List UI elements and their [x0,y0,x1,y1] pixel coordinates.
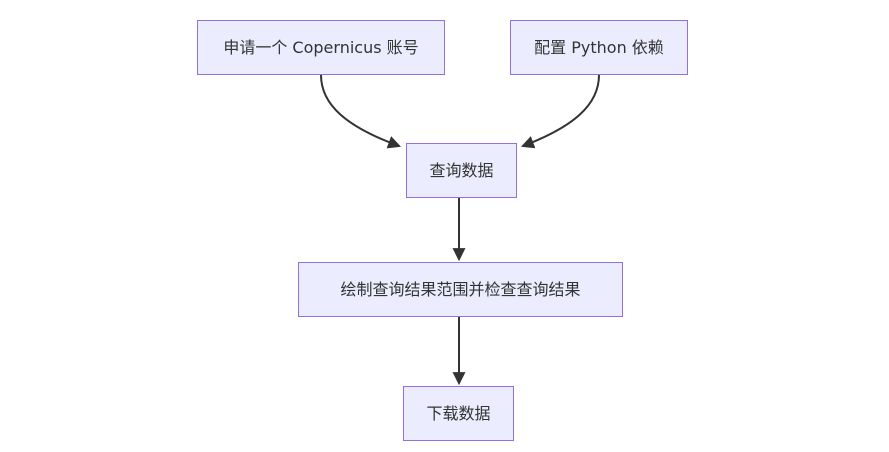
node-label: 下载数据 [426,403,491,423]
edge-python-to-query [520,74,600,149]
edge-account-to-query [320,74,402,149]
node-configure-python-deps: 配置 Python 依赖 [510,20,688,75]
node-plot-and-check-results: 绘制查询结果范围并检查查询结果 [298,262,623,317]
node-query-data: 查询数据 [406,143,517,198]
node-label: 绘制查询结果范围并检查查询结果 [340,279,581,299]
node-label: 配置 Python 依赖 [534,37,664,57]
node-label: 申请一个 Copernicus 账号 [223,37,419,57]
node-label: 查询数据 [429,160,494,180]
node-apply-copernicus-account: 申请一个 Copernicus 账号 [197,20,445,75]
node-download-data: 下载数据 [403,386,514,441]
